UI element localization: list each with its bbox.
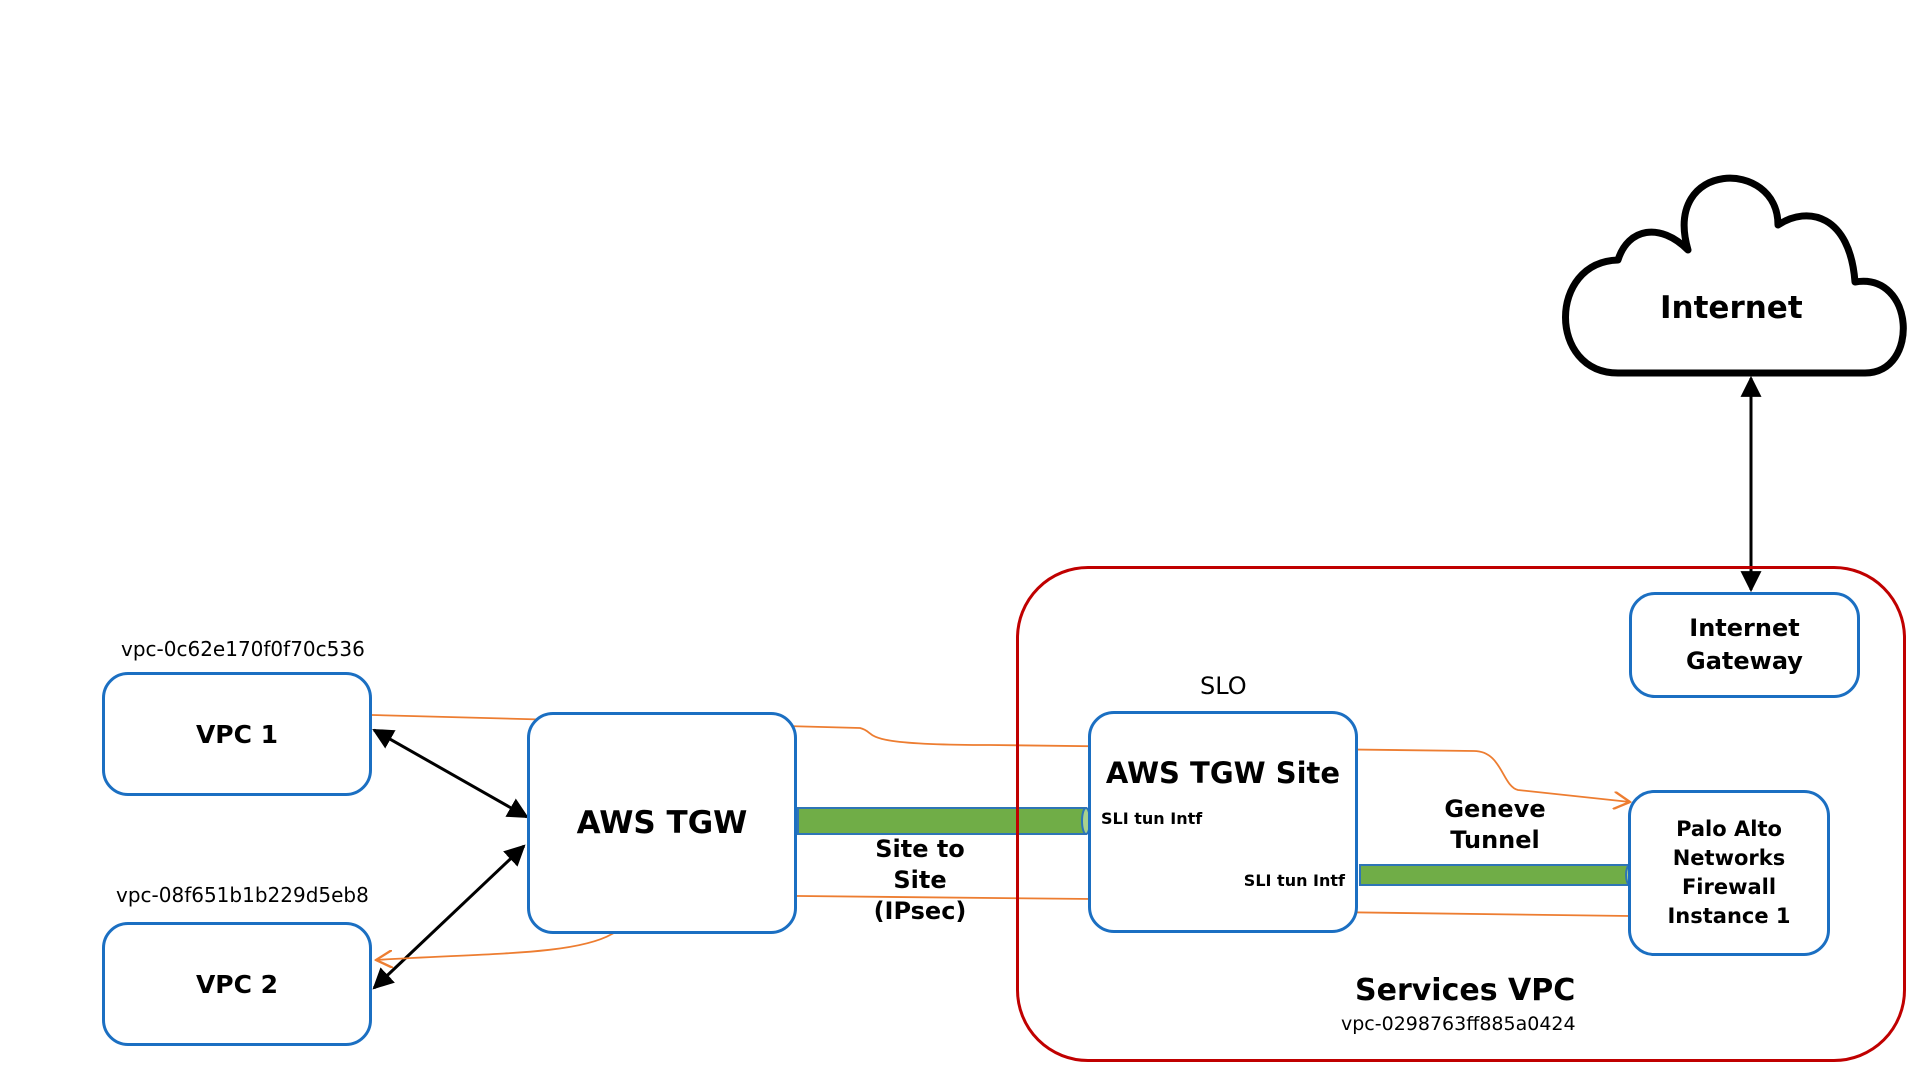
vpc1-tgw-connector [372,728,529,819]
aws-tgw-site-box[interactable]: AWS TGW Site SLI tun Intf SLI tun Intf [1088,711,1358,933]
services-vpc-id: vpc-0298763ff885a0424 [1341,1013,1576,1035]
site-to-site-label: Site to Site (IPsec) [860,834,980,927]
site-to-site-line2: Site [893,866,947,894]
firewall-line2: Networks [1672,846,1786,870]
sli-tun-intf-left: SLI tun Intf [1101,809,1203,828]
cloud-icon [1562,174,1907,377]
geneve-line1: Geneve [1444,795,1546,823]
site-to-site-line1: Site to [875,835,965,863]
vpc2-label: VPC 2 [195,969,279,999]
slo-label: SLO [1200,672,1247,700]
vpc1-label: VPC 1 [195,719,279,749]
internet-label: Internet [1660,290,1803,326]
palo-alto-firewall-box[interactable]: Palo Alto Networks Firewall Instance 1 [1628,790,1830,956]
site-to-site-tunnel [797,807,1087,835]
igw-line1: Internet [1689,614,1800,642]
vpc1-box[interactable]: VPC 1 [102,672,372,796]
vpc2-box[interactable]: VPC 2 [102,922,372,1046]
services-vpc-title: Services VPC [1355,973,1576,1008]
firewall-line1: Palo Alto [1676,817,1782,841]
igw-line2: Gateway [1686,647,1803,675]
geneve-tunnel-label: Geneve Tunnel [1415,794,1575,856]
services-vpc-container [1016,566,1906,1062]
traffic-flow-outbound [371,714,1630,802]
internet-gateway-box[interactable]: Internet Gateway [1629,592,1860,698]
aws-tgw-label: AWS TGW [576,805,748,841]
site-to-site-line3: (IPsec) [873,897,967,925]
firewall-line3: Firewall [1681,875,1777,899]
sli-tun-intf-right: SLI tun Intf [1243,871,1345,890]
geneve-line2: Tunnel [1450,826,1540,854]
aws-tgw-box[interactable]: AWS TGW [527,712,797,934]
firewall-line4: Instance 1 [1667,904,1791,928]
vpc1-id: vpc-0c62e170f0f70c536 [121,637,365,661]
vpc2-id: vpc-08f651b1b229d5eb8 [116,883,369,907]
aws-tgw-site-label: AWS TGW Site [1105,756,1341,790]
vpc2-tgw-connector [372,844,526,990]
